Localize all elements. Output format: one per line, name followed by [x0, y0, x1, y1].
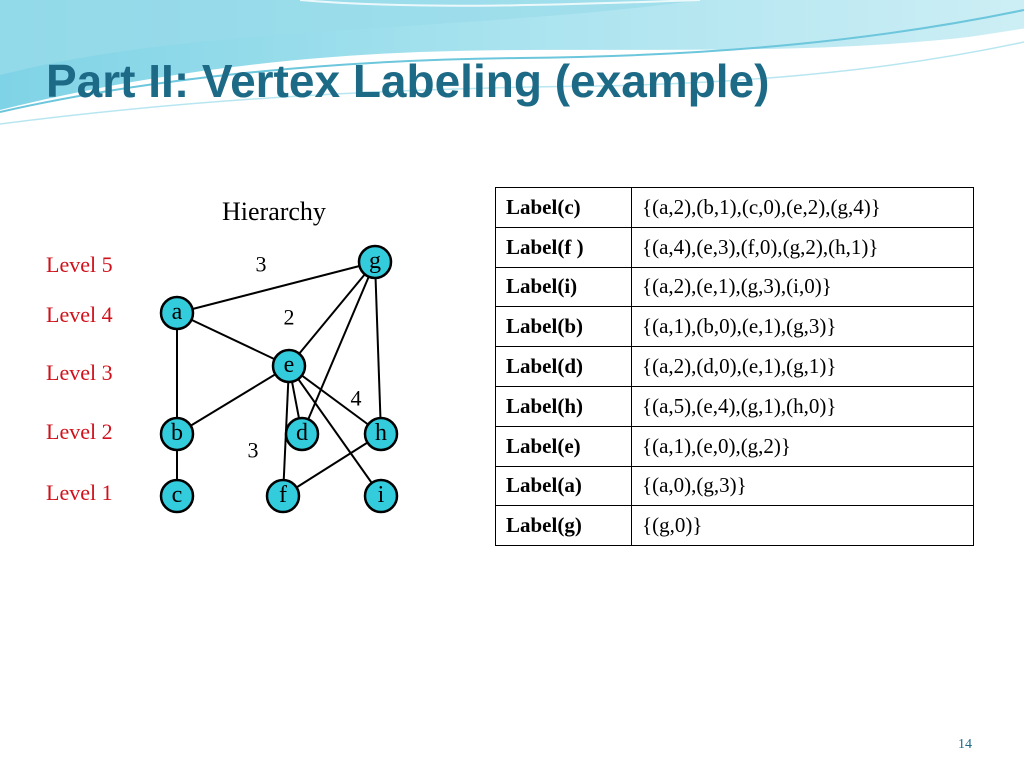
edge-a-g — [176, 261, 376, 314]
node-circle — [271, 348, 307, 384]
edge-weights-layer: 3 2 4 3 — [248, 252, 362, 463]
node-h: h — [363, 416, 399, 452]
table-row: Label(a){(a,0),(g,3)} — [495, 465, 974, 507]
level-3-label: Level 3 — [46, 360, 113, 385]
node-i: i — [363, 478, 399, 514]
edge-e-h — [288, 365, 382, 435]
label-value-cell: {(a,2),(b,1),(c,0),(e,2),(g,4)} — [631, 187, 974, 228]
node-circle — [363, 478, 399, 514]
label-value-cell: {(a,2),(d,0),(e,1),(g,1)} — [631, 346, 974, 387]
node-e: e — [271, 348, 307, 384]
table-row: Label(i){(a,2),(e,1),(g,3),(i,0)} — [495, 266, 974, 308]
edge-h-f — [282, 433, 382, 497]
label-value-cell: {(a,1),(b,0),(e,1),(g,3)} — [631, 306, 974, 348]
edge-weight-label: 3 — [256, 252, 267, 277]
node-f: f — [265, 478, 301, 514]
node-label: i — [378, 482, 385, 508]
label-key-cell: Label(g) — [495, 505, 632, 547]
node-label: f — [279, 482, 287, 508]
level-2-label: Level 2 — [46, 419, 113, 444]
table-row: Label(c){(a,2),(b,1),(c,0),(e,2),(g,4)} — [495, 187, 974, 228]
label-value-cell: {(a,4),(e,3),(f,0),(g,2),(h,1)} — [631, 226, 974, 268]
node-circle — [357, 244, 393, 280]
node-circle — [265, 478, 301, 514]
level-1-label: Level 1 — [46, 480, 113, 505]
edge-g-d — [301, 261, 376, 435]
node-g: g — [357, 244, 393, 280]
edge-weight-label: 3 — [248, 438, 259, 463]
node-d: d — [284, 416, 320, 452]
label-key-cell: Label(i) — [495, 266, 632, 308]
label-key-cell: Label(h) — [495, 385, 632, 427]
edge-a-e — [176, 312, 290, 367]
label-key-cell: Label(b) — [495, 306, 632, 348]
node-a: a — [159, 295, 195, 331]
edge-e-b — [176, 365, 290, 435]
node-label: b — [171, 420, 183, 446]
table-row: Label(h){(a,5),(e,4),(g,1),(h,0)} — [495, 385, 974, 427]
nodes-layer: g a e b d h c f i — [159, 244, 399, 514]
hierarchy-caption: Hierarchy — [222, 197, 326, 226]
label-key-cell: Label(e) — [495, 425, 632, 467]
node-circle — [159, 478, 195, 514]
node-label: e — [284, 352, 295, 378]
header-wave-banner — [0, 0, 1024, 125]
label-value-cell: {(a,5),(e,4),(g,1),(h,0)} — [631, 385, 974, 427]
label-value-cell: {(a,2),(e,1),(g,3),(i,0)} — [631, 266, 974, 308]
table-row: Label(e){(a,1),(e,0),(g,2)} — [495, 425, 974, 467]
label-value-cell: {(g,0)} — [631, 505, 974, 547]
node-label: h — [375, 420, 387, 446]
table-row: Label(f ){(a,4),(e,3),(f,0),(g,2),(h,1)} — [495, 226, 974, 268]
label-table: Label(c){(a,2),(b,1),(c,0),(e,2),(g,4)}L… — [495, 187, 974, 547]
table-row: Label(g){(g,0)} — [495, 505, 974, 547]
node-c: c — [159, 478, 195, 514]
node-label: g — [369, 248, 381, 274]
label-key-cell: Label(a) — [495, 465, 632, 507]
slide-title: Part II: Vertex Labeling (example) — [46, 55, 770, 107]
label-value-cell: {(a,1),(e,0),(g,2)} — [631, 425, 974, 467]
page-number: 14 — [958, 737, 972, 752]
edge-g-h — [374, 261, 382, 435]
level-5-label: Level 5 — [46, 252, 113, 277]
label-key-cell: Label(f ) — [495, 226, 632, 268]
label-key-cell: Label(c) — [495, 187, 632, 228]
table-row: Label(d){(a,2),(d,0),(e,1),(g,1)} — [495, 346, 974, 387]
table-row: Label(b){(a,1),(b,0),(e,1),(g,3)} — [495, 306, 974, 348]
node-circle — [159, 416, 195, 452]
edge-e-i — [288, 365, 382, 497]
level-4-label: Level 4 — [46, 302, 113, 327]
edge-weight-label: 4 — [351, 386, 362, 411]
node-label: a — [172, 299, 183, 325]
node-circle — [159, 295, 195, 331]
node-circle — [363, 416, 399, 452]
node-b: b — [159, 416, 195, 452]
node-label: c — [172, 482, 183, 508]
node-circle — [284, 416, 320, 452]
edge-weight-label: 2 — [284, 305, 295, 330]
label-key-cell: Label(d) — [495, 346, 632, 387]
node-label: d — [296, 420, 308, 446]
edge-g-e — [288, 261, 376, 367]
label-value-cell: {(a,0),(g,3)} — [631, 465, 974, 507]
